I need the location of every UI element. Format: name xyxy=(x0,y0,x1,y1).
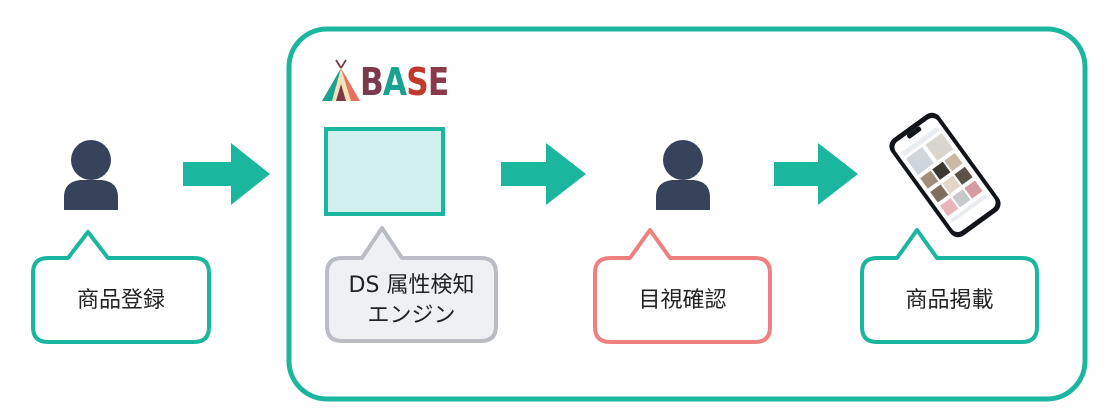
base-system-frame xyxy=(286,26,1088,402)
teepee-logo-icon xyxy=(322,59,360,101)
visual-check-label: 目視確認 xyxy=(638,288,727,313)
logo-letter: A xyxy=(382,60,407,104)
speech-bubble xyxy=(31,230,211,344)
engine-label: DS 属性検知 エンジン xyxy=(348,272,475,328)
arrow-right-icon xyxy=(774,143,858,205)
logo-letter: B xyxy=(360,60,384,104)
person-icon xyxy=(64,140,118,210)
smartphone-icon xyxy=(889,112,1001,238)
engine-box xyxy=(324,127,445,216)
arrow-right-icon xyxy=(501,143,586,205)
logo-letter: E xyxy=(427,60,449,104)
person-icon xyxy=(656,140,710,210)
logo-letter: S xyxy=(406,60,428,104)
base-logo: BASE xyxy=(360,60,449,104)
speech-bubble xyxy=(860,228,1039,344)
speech-bubble xyxy=(325,226,498,343)
product-registration-label: 商品登録 xyxy=(76,288,165,313)
speech-bubble xyxy=(593,228,772,344)
arrow-right-icon xyxy=(183,143,270,205)
product-publish-label: 商品掲載 xyxy=(905,288,994,313)
